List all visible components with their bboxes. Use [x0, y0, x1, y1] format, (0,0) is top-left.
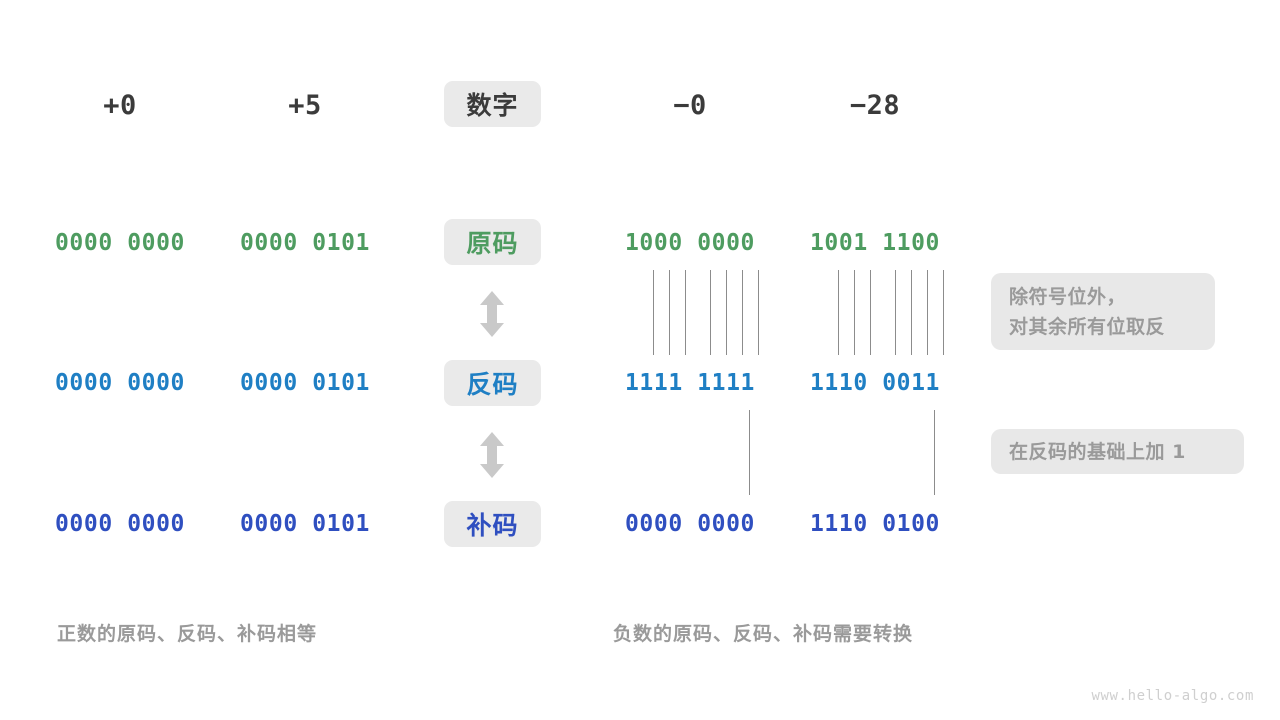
caption-negative: 负数的原码、反码、补码需要转换	[613, 623, 914, 645]
ones-complement-minus-zero-bits: 1111 1111	[624, 370, 756, 396]
twos-complement-plus-zero-bits: 0000 0000	[54, 511, 186, 537]
double-arrow-vertical-icon	[477, 291, 507, 337]
connector-line	[726, 270, 727, 355]
connector-line	[934, 410, 935, 495]
connector-line	[838, 270, 839, 355]
watermark: www.hello-algo.com	[1091, 688, 1254, 704]
row-label-number: 数字	[444, 81, 541, 127]
connector-line	[710, 270, 711, 355]
connector-line	[943, 270, 944, 355]
connector-line	[685, 270, 686, 355]
row-label-sign-magnitude: 原码	[444, 219, 541, 265]
ones-complement-plus-five-bits: 0000 0101	[239, 370, 371, 396]
connector-line	[895, 270, 896, 355]
twos-complement-minus-zero-bits: 0000 0000	[624, 511, 756, 537]
sign-magnitude-plus-five-bits: 0000 0101	[239, 230, 371, 256]
header-value-plus-five: +5	[288, 89, 322, 121]
ones-complement-plus-zero-bits: 0000 0000	[54, 370, 186, 396]
header-value-minus-zero: −0	[673, 89, 707, 121]
connector-line	[669, 270, 670, 355]
note-add-one-line1: 在反码的基础上加 1	[1009, 440, 1186, 463]
row-label-ones-complement: 反码	[444, 360, 541, 406]
connector-line	[742, 270, 743, 355]
connector-line	[927, 270, 928, 355]
note-invert-bits-line1: 除符号位外，	[1009, 285, 1127, 308]
note-add-one: 在反码的基础上加 1	[991, 429, 1244, 474]
twos-complement-minus-twentyeight-bits: 1110 0100	[809, 511, 941, 537]
caption-positive: 正数的原码、反码、补码相等	[57, 623, 318, 645]
connector-line	[758, 270, 759, 355]
header-value-plus-zero: +0	[103, 89, 137, 121]
connector-line	[854, 270, 855, 355]
header-value-minus-twentyeight: −28	[849, 89, 901, 121]
twos-complement-plus-five-bits: 0000 0101	[239, 511, 371, 537]
connector-line	[653, 270, 654, 355]
sign-magnitude-minus-zero-bits: 1000 0000	[624, 230, 756, 256]
ones-complement-minus-twentyeight-bits: 1110 0011	[809, 370, 941, 396]
note-invert-bits: 除符号位外， 对其余所有位取反	[991, 273, 1215, 350]
sign-magnitude-minus-twentyeight-bits: 1001 1100	[809, 230, 941, 256]
connector-line	[749, 410, 750, 495]
row-label-twos-complement: 补码	[444, 501, 541, 547]
connector-line	[870, 270, 871, 355]
sign-magnitude-plus-zero-bits: 0000 0000	[54, 230, 186, 256]
double-arrow-vertical-icon	[477, 432, 507, 478]
note-invert-bits-line2: 对其余所有位取反	[1009, 315, 1166, 338]
connector-line	[911, 270, 912, 355]
